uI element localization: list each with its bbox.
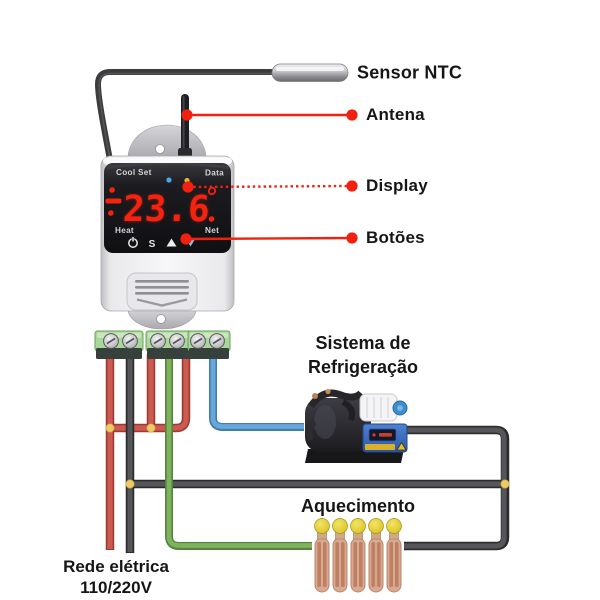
vent-grille — [126, 272, 198, 311]
segment-dot — [109, 187, 115, 193]
display-set-label: Set — [138, 168, 152, 177]
segment-dot — [208, 216, 215, 222]
display-callout-line — [187, 184, 353, 189]
triangle-up-icon — [166, 238, 177, 247]
terminal-blocks — [94, 330, 231, 359]
mains-label: Rede elétrica 110/220V — [45, 556, 187, 599]
heating-elements — [314, 518, 402, 593]
antenna-label: Antena — [366, 105, 425, 124]
ntc-probe — [271, 63, 349, 82]
copper-fitting — [325, 388, 331, 395]
display-net-label: Net — [205, 226, 219, 235]
vent-slot — [135, 280, 189, 283]
vent-chevron — [136, 298, 188, 307]
segment-dot — [108, 210, 114, 216]
callout-lines — [185, 113, 353, 241]
junction-dot — [500, 479, 510, 489]
degree-mark — [207, 186, 217, 196]
power-button-icon — [128, 236, 138, 248]
sensor-ntc-label: Sensor NTC — [357, 62, 463, 83]
copper-fitting — [312, 393, 318, 399]
cooling-system-label-line1: Sistema de — [315, 333, 411, 353]
heater-element — [386, 518, 402, 593]
blue-indicator-dot — [166, 177, 172, 183]
temperature-readout: 23.6 23.6 — [105, 186, 217, 230]
junction-dot — [105, 423, 115, 433]
water-tank — [359, 393, 408, 422]
display-panel — [104, 163, 231, 253]
thermostat-device: Cool Set Data 23.6 23.6 Heat Net — [100, 155, 235, 312]
callout-dots — [180, 109, 358, 245]
warning-sticker — [365, 444, 395, 450]
display-label-dot — [346, 180, 358, 192]
minus-sign — [105, 198, 122, 204]
heater-element — [314, 518, 330, 593]
top-mounting-flange — [127, 124, 207, 159]
buttons-callout-dot — [180, 233, 192, 245]
bottom-mounting-flange — [127, 308, 197, 330]
heater-element — [368, 518, 384, 593]
junction-dot — [125, 479, 135, 489]
mains-label-line2: 110/220V — [80, 578, 152, 598]
buttons-label-dot — [346, 232, 358, 244]
device-top-band — [103, 157, 232, 165]
heating-label: Aquecimento — [300, 496, 415, 516]
display-heat-label: Heat — [115, 226, 134, 235]
vent-slot — [135, 292, 189, 295]
heater-element — [332, 518, 348, 593]
set-button-label: S — [149, 239, 156, 250]
display-label: Display — [366, 176, 428, 195]
display-cool-label: Cool — [116, 168, 135, 177]
vent-slot — [135, 286, 189, 289]
compressor-unit — [305, 388, 408, 463]
terminal-block-2 — [145, 330, 193, 359]
cooling-system-label: Sistema de Refrigeração — [292, 332, 434, 380]
buttons-label: Botões — [366, 228, 425, 247]
antenna — [178, 94, 192, 158]
flange-hole — [155, 144, 165, 154]
heater-element — [350, 518, 366, 593]
svg-text:23.6: 23.6 — [122, 189, 211, 230]
warning-triangle-icon — [396, 441, 407, 451]
ntc-probe-highlight — [276, 67, 344, 71]
pump-control-box — [362, 423, 408, 453]
display-data-label: Data — [205, 169, 224, 178]
terminal-block-3 — [187, 330, 231, 359]
wiring — [105, 354, 510, 553]
wire-blue-cooling — [209, 354, 304, 431]
antenna-callout-dot — [181, 109, 193, 121]
cooling-system-label-line2: Refrigeração — [307, 356, 419, 377]
sensor-cable-highlight — [98, 72, 272, 159]
buttons-callout-line — [185, 236, 353, 241]
mains-label-line1: Rede elétrica — [63, 557, 169, 576]
flange-hole — [156, 314, 166, 324]
junction-dot — [146, 423, 156, 433]
display-digits: 23.6 — [122, 189, 211, 230]
display-callout-dot — [182, 181, 194, 193]
antenna-label-dot — [346, 109, 358, 121]
terminal-block-1 — [94, 330, 144, 359]
